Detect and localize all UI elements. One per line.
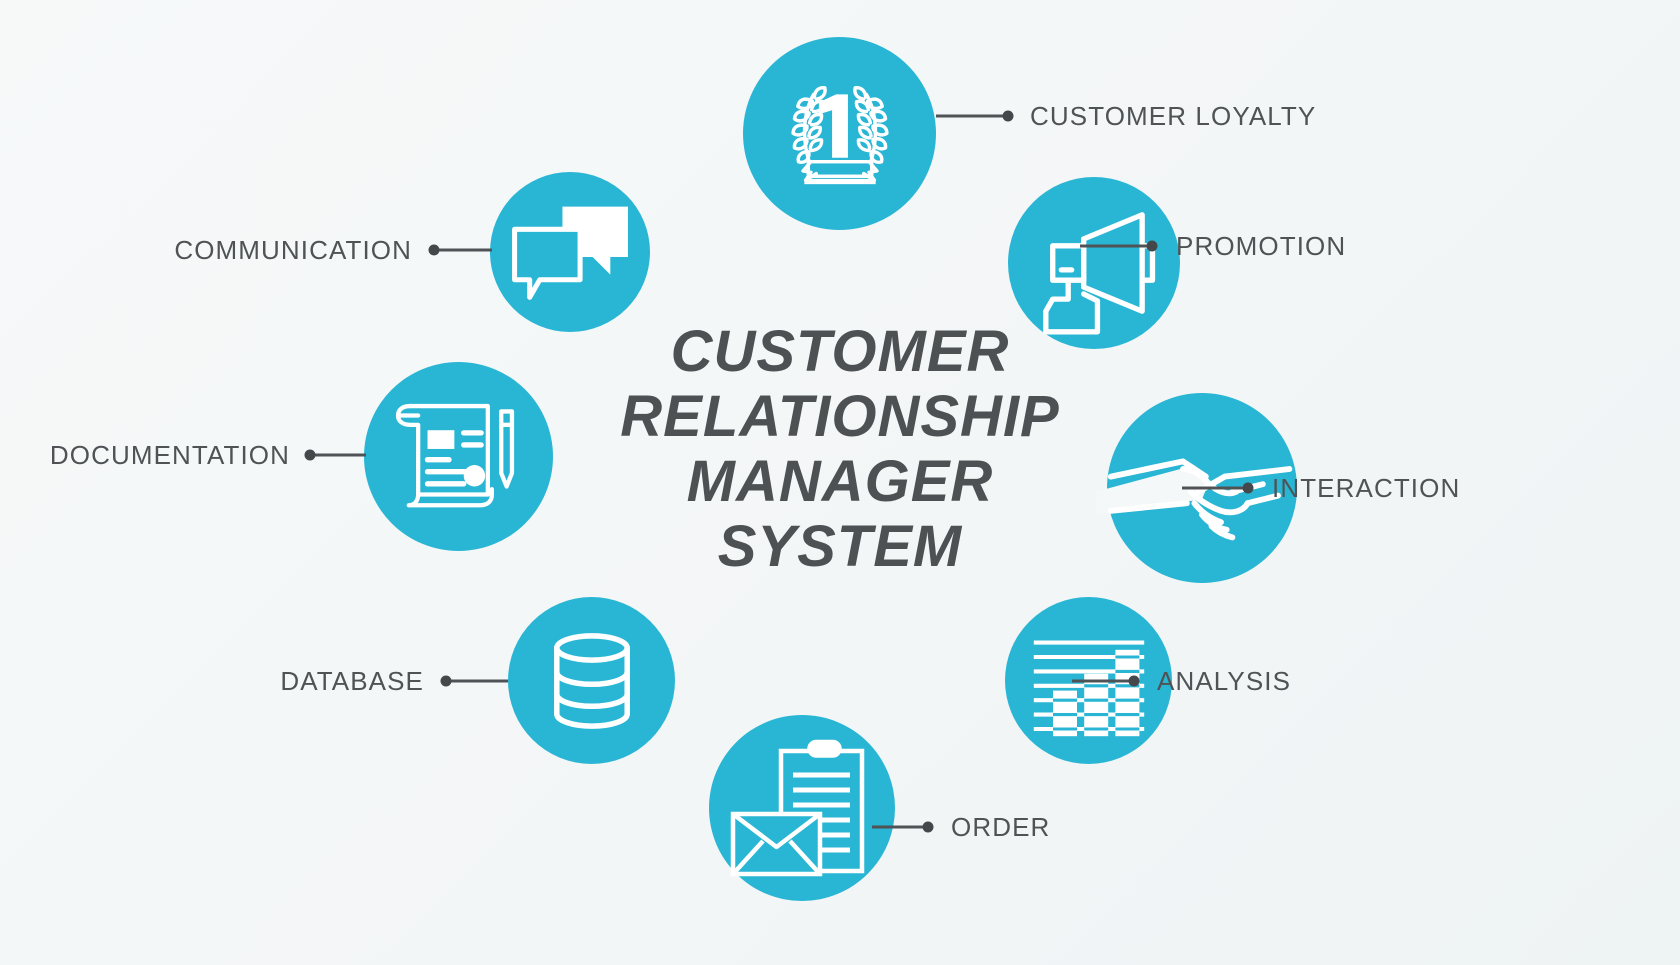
connector-dot-documentation bbox=[304, 449, 316, 461]
database-cylinder-icon bbox=[553, 632, 630, 729]
connector-communication bbox=[434, 248, 492, 252]
connector-dot-database bbox=[440, 675, 452, 687]
speech-bubbles-icon bbox=[512, 206, 628, 300]
label-database: DATABASE bbox=[280, 666, 424, 696]
connector-database bbox=[446, 679, 508, 683]
bar-chart-icon bbox=[1033, 640, 1144, 736]
node-documentation[interactable] bbox=[364, 362, 553, 551]
label-interaction: INTERACTION bbox=[1272, 473, 1461, 503]
node-communication[interactable] bbox=[490, 172, 650, 332]
connector-customer-loyalty bbox=[936, 114, 1008, 118]
label-order: ORDER bbox=[951, 812, 1051, 842]
connector-interaction bbox=[1182, 486, 1248, 490]
connector-dot-order bbox=[922, 821, 934, 833]
node-order[interactable] bbox=[709, 715, 895, 901]
laurel-wreath-one-icon bbox=[790, 85, 889, 184]
numeral-one-shape bbox=[818, 93, 848, 158]
connector-analysis bbox=[1072, 679, 1134, 683]
connector-dot-analysis bbox=[1128, 675, 1140, 687]
handshake-icon bbox=[1095, 458, 1293, 541]
connector-dot-interaction bbox=[1242, 482, 1254, 494]
megaphone-icon bbox=[1043, 212, 1156, 335]
label-documentation: DOCUMENTATION bbox=[49, 440, 290, 470]
connector-order bbox=[872, 825, 928, 829]
clipboard-envelope-icon bbox=[730, 739, 865, 877]
connector-dot-promotion bbox=[1146, 240, 1158, 252]
node-database[interactable] bbox=[508, 597, 675, 764]
node-promotion[interactable] bbox=[1008, 177, 1180, 349]
bar-3 bbox=[1114, 649, 1139, 736]
label-promotion: PROMOTION bbox=[1176, 231, 1347, 261]
connector-dot-communication bbox=[428, 244, 440, 256]
label-communication: COMMUNICATION bbox=[174, 235, 412, 265]
node-analysis[interactable] bbox=[1005, 597, 1172, 764]
label-analysis: ANALYSIS bbox=[1157, 666, 1292, 696]
page-title: CUSTOMER RELATIONSHIP MANAGER SYSTEM bbox=[620, 319, 1060, 579]
label-customer-loyalty: CUSTOMER LOYALTY bbox=[1030, 101, 1317, 131]
connector-documentation bbox=[310, 453, 366, 457]
node-customer-loyalty[interactable] bbox=[743, 37, 936, 230]
connector-promotion bbox=[1080, 244, 1152, 248]
node-interaction[interactable] bbox=[1095, 393, 1297, 583]
bar-2 bbox=[1083, 673, 1108, 736]
scroll-pen-icon bbox=[395, 403, 515, 508]
connector-dot-customer-loyalty bbox=[1002, 110, 1014, 122]
